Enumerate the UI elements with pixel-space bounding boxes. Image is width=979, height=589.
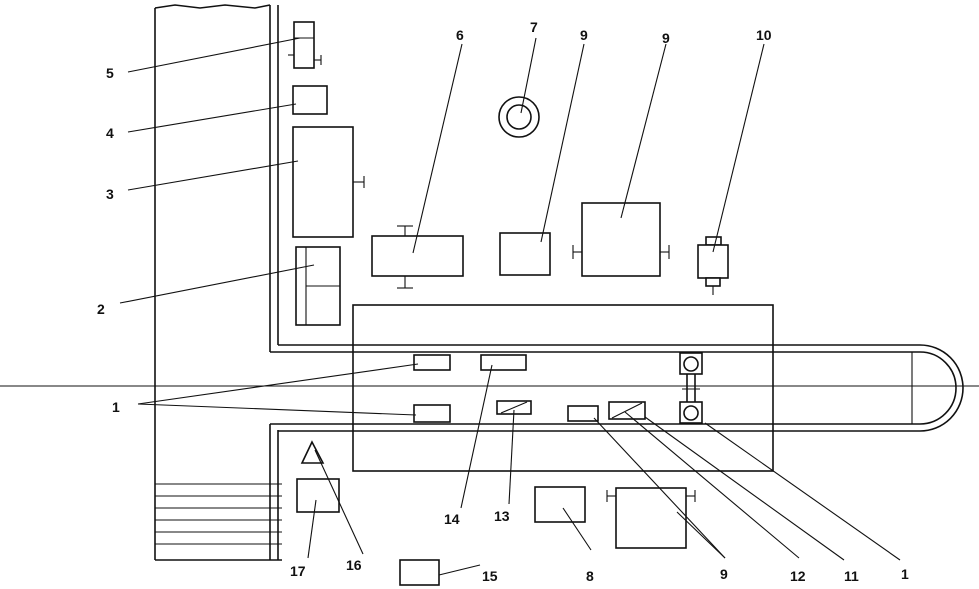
equipment-13 (496, 400, 532, 415)
label-5: 5 (106, 65, 114, 81)
label-2: 2 (97, 301, 105, 317)
equipment-17 (296, 478, 340, 513)
label-1-right: 1 (901, 566, 909, 582)
label-8: 8 (586, 568, 594, 584)
conveyor-loop (270, 344, 964, 432)
equipment-7-ring (498, 96, 540, 138)
equipment-5 (288, 21, 322, 69)
equipment-9-small (499, 232, 551, 276)
label-3: 3 (106, 186, 114, 202)
equipment-1-upper (413, 354, 451, 371)
label-10: 10 (756, 27, 772, 43)
left-building-structure (154, 4, 282, 561)
label-7: 7 (530, 19, 538, 35)
callout-labels: 5 4 3 2 1 6 7 9 9 10 14 13 16 17 15 8 9 … (97, 19, 909, 584)
equipment-12 (567, 405, 599, 422)
label-16: 16 (346, 557, 362, 573)
label-9-top-left: 9 (580, 27, 588, 43)
label-13: 13 (494, 508, 510, 524)
label-9-top-right: 9 (662, 30, 670, 46)
equipment-3 (292, 126, 365, 238)
equipment-1-lower (413, 404, 451, 423)
label-14: 14 (444, 511, 460, 527)
label-12: 12 (790, 568, 806, 584)
equipment-9-bottom (606, 487, 696, 549)
label-9-bottom: 9 (720, 566, 728, 582)
label-11: 11 (844, 568, 859, 584)
equipment-9-large (572, 202, 670, 277)
equipment-14 (480, 354, 527, 371)
label-4: 4 (106, 125, 114, 141)
main-enclosure (352, 304, 774, 472)
label-6: 6 (456, 27, 464, 43)
stacked-track-lines (155, 483, 282, 545)
equipment-10 (697, 236, 729, 295)
label-1-left: 1 (112, 399, 120, 415)
equipment-11 (608, 401, 646, 420)
equipment-2 (295, 246, 341, 326)
label-17: 17 (290, 563, 306, 579)
equipment-15 (399, 559, 440, 586)
equipment-16-triangle (300, 440, 325, 464)
equipment-1-right-rollers (679, 352, 703, 424)
equipment-4 (292, 85, 328, 115)
equipment-8 (534, 486, 586, 523)
label-15: 15 (482, 568, 498, 584)
equipment-6 (371, 225, 464, 289)
leader-lines (119, 37, 901, 576)
